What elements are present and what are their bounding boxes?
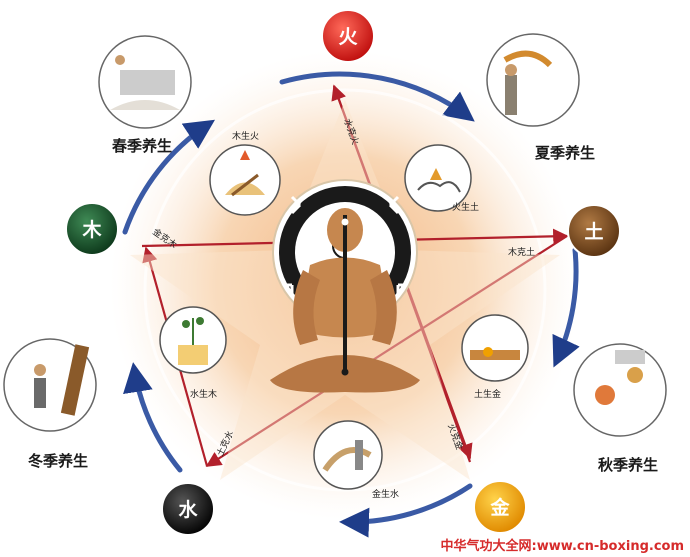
illustration-water-wood bbox=[159, 306, 227, 374]
watermark-text: 中华气功大全网:www.cn-boxing.com bbox=[441, 538, 684, 554]
element-earth-label: 土 bbox=[584, 221, 603, 243]
element-wood: 木 bbox=[65, 202, 119, 256]
element-metal-label: 金 bbox=[489, 496, 510, 519]
illustration-autumn bbox=[573, 343, 667, 437]
element-fire-label: 火 bbox=[338, 26, 358, 48]
element-water: 水 bbox=[161, 482, 215, 536]
season-summer-label: 夏季养生 bbox=[534, 144, 595, 162]
ctrl-wood-earth-label: 木克土 bbox=[508, 246, 535, 258]
season-cycle-ring bbox=[122, 71, 580, 538]
gen-earth-metal-label: 土生金 bbox=[474, 388, 501, 400]
gen-fire-earth-label: 火生土 bbox=[452, 201, 479, 213]
illustration-metal-water bbox=[313, 420, 383, 490]
arrow-earth-water bbox=[205, 235, 568, 467]
element-earth: 土 bbox=[567, 204, 621, 258]
illustration-spring bbox=[98, 35, 192, 129]
illustration-earth-metal bbox=[461, 314, 529, 382]
element-orbs: 火 土 金 水 木 bbox=[65, 9, 621, 536]
illustration-winter bbox=[3, 338, 97, 432]
element-metal: 金 bbox=[473, 480, 527, 534]
season-illustrations bbox=[3, 33, 667, 437]
season-spring-label: 春季养生 bbox=[112, 137, 172, 155]
illustration-fire-earth bbox=[404, 144, 472, 212]
element-water-label: 水 bbox=[178, 499, 198, 521]
season-autumn-label: 秋季养生 bbox=[598, 456, 658, 474]
gen-wood-fire-label: 木生火 bbox=[232, 130, 259, 142]
element-wood-label: 木 bbox=[81, 218, 102, 241]
illustration-summer bbox=[486, 33, 580, 127]
gen-water-wood-label: 水生木 bbox=[190, 388, 217, 400]
element-fire: 火 bbox=[321, 9, 375, 63]
gen-metal-water-label: 金生水 bbox=[372, 488, 399, 500]
season-winter-label: 冬季养生 bbox=[28, 452, 88, 470]
meditating-figure bbox=[270, 179, 420, 393]
illustration-wood-fire bbox=[209, 144, 281, 216]
generating-circles bbox=[159, 144, 529, 490]
